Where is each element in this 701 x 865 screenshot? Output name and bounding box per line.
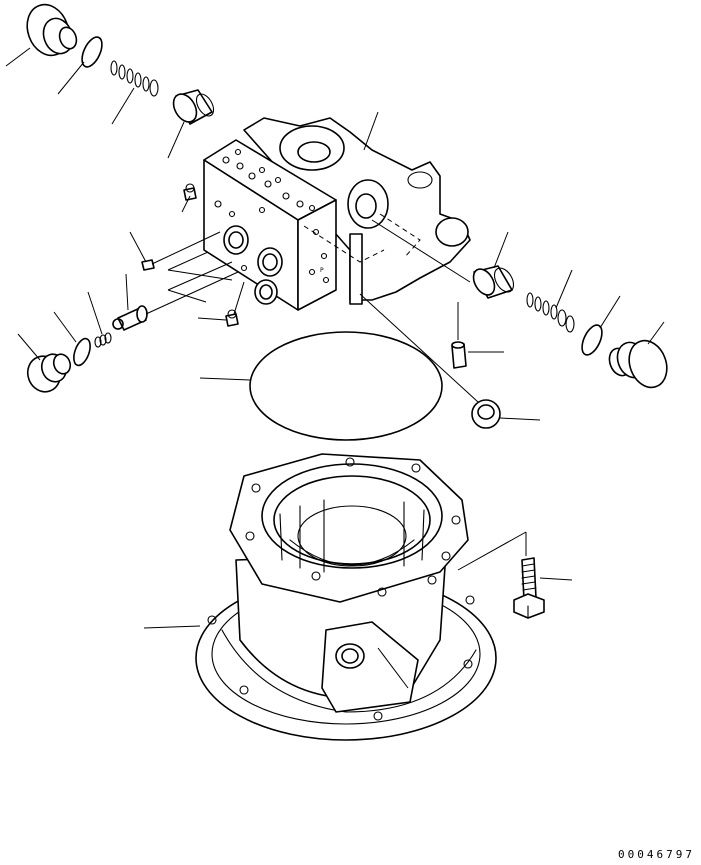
leader-7b xyxy=(151,231,221,265)
left-lower-spring xyxy=(94,332,112,348)
leader-11 xyxy=(53,311,77,343)
leader-3 xyxy=(111,87,135,125)
right-o-ring xyxy=(581,324,603,356)
left-upper-plug xyxy=(26,3,78,57)
left-lower-plug xyxy=(26,353,72,393)
leader-14 xyxy=(555,269,573,309)
leader-21 xyxy=(539,577,573,581)
leader-15 xyxy=(599,295,621,329)
leader-21b xyxy=(457,531,527,571)
bushing xyxy=(471,399,501,429)
leader-20b xyxy=(377,647,409,689)
small-pin-left xyxy=(141,259,155,271)
leader-2 xyxy=(57,61,85,95)
leader-1 xyxy=(5,47,31,67)
valve-block: P xyxy=(203,117,471,311)
small-plug-upper xyxy=(183,183,197,201)
leader-18b xyxy=(359,293,479,403)
mark-p: P xyxy=(320,267,324,274)
leader-5 xyxy=(363,111,379,151)
leader-13 xyxy=(493,231,509,269)
leader-4 xyxy=(167,121,185,159)
left-upper-spring xyxy=(110,60,159,97)
hex-bolt xyxy=(513,557,545,619)
leader-10 xyxy=(87,291,103,335)
motor-housing xyxy=(195,453,497,741)
leader-16 xyxy=(647,321,665,345)
leader-13b xyxy=(371,219,471,283)
right-sleeve xyxy=(472,265,515,299)
bracket-lines xyxy=(167,251,233,303)
leader-20 xyxy=(143,625,201,629)
right-plug xyxy=(608,339,668,389)
left-upper-o-ring xyxy=(81,36,103,68)
left-upper-sleeve xyxy=(172,89,215,125)
dowel-pin xyxy=(451,341,467,369)
leader-8b xyxy=(145,271,239,315)
leader-8 xyxy=(125,273,129,311)
leader-6 xyxy=(181,195,191,213)
large-o-ring xyxy=(249,331,443,441)
leader-12 xyxy=(17,333,41,361)
right-spring xyxy=(526,292,575,333)
leader-7 xyxy=(129,231,147,263)
leader-9 xyxy=(197,317,227,321)
leader-19 xyxy=(199,377,251,381)
drawing-number: 00046797 xyxy=(618,848,695,861)
check-valve-piece xyxy=(112,305,148,331)
leader-18 xyxy=(499,417,541,421)
small-plug-lower xyxy=(225,309,239,327)
left-lower-o-ring xyxy=(73,337,91,367)
leader-9b xyxy=(233,281,245,315)
